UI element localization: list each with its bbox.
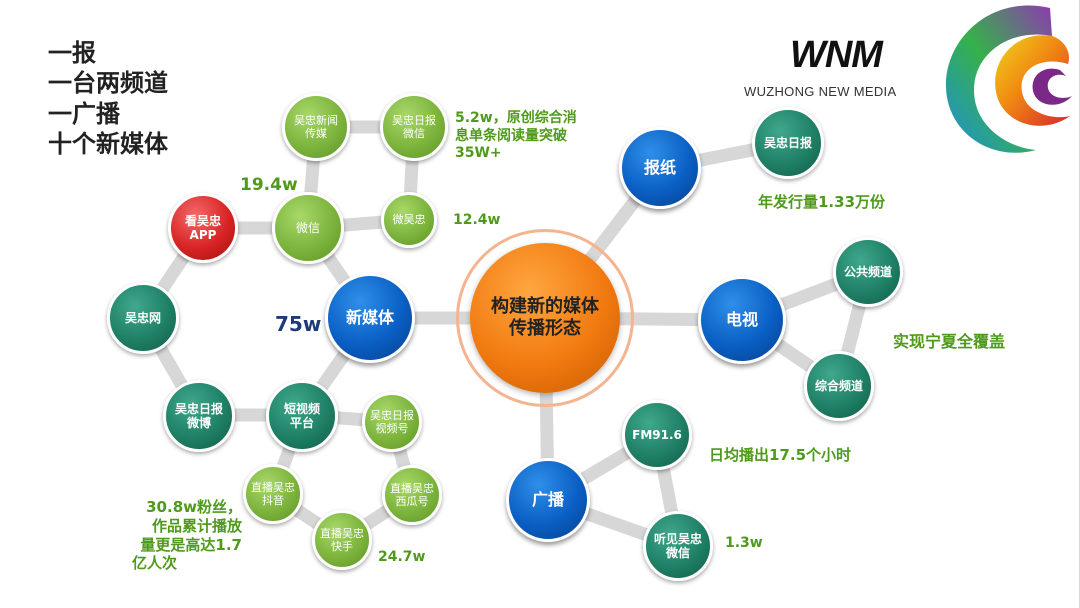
hub-tv-label: 电视 [725,310,758,330]
annotation-full-coverage: 实现宁夏全覆盖 [893,332,1006,351]
annotation-annual-circulation: 年发行量1.33万份 [758,193,886,211]
hub-radio-label: 广播 [531,490,564,510]
annotation-douyin-stats: 30.8w粉丝， 作品累计播放 量更是高达1.7 亿人次 [132,498,242,573]
annotation-wechat-fans: 19.4w [240,175,298,195]
annotation-douyin-stats-line-3: 量更是高达1.7 [140,535,242,554]
center-line-1: 构建新的媒体 [491,296,599,318]
title-line-2: 一台两频道 [48,69,168,98]
node-wechat-label: 微信 [295,220,320,235]
node-weibo-line-1: 吴忠日报 [174,401,223,416]
annotation-weiwuzhong-fans: 12.4w [453,212,501,228]
node-xigua-line-1: 直播吴忠 [390,481,434,495]
node-public-channel: 公共频道 [833,237,903,307]
swirl-logo-icon [945,5,1072,153]
node-kuaishou-line-1: 直播吴忠 [320,526,364,540]
title-block: 一报 一台两频道 一广播 十个新媒体 [48,38,168,160]
node-public-channel-label: 公共频道 [843,264,892,279]
annotation-new-media-fans: 75w [275,312,322,336]
hub-radio: 广播 [506,458,590,542]
node-general-channel-label: 综合频道 [814,378,863,393]
hub-tv: 电视 [698,276,786,364]
node-daily-wechat-line-2: 微信 [403,127,425,140]
node-news-media-line-1: 吴忠新闻 [294,113,338,127]
node-xigua: 直播吴忠 西瓜号 [382,465,442,525]
node-fm-label: FM91.6 [632,427,682,442]
node-wuzhong-web-label: 吴忠网 [124,310,161,325]
hub-newspaper: 报纸 [619,127,701,209]
annotation-wechat-reads-line-3: 35W+ [455,145,502,161]
node-daily-wechat: 吴忠日报 微信 [380,93,448,161]
node-xigua-line-2: 西瓜号 [395,495,429,508]
node-general-channel: 综合频道 [804,351,874,421]
node-wechat: 微信 [272,192,344,264]
node-douyin-line-2: 抖音 [262,494,284,507]
annotation-tingjian-fans: 1.3w [725,535,763,551]
node-fm: FM91.6 [622,400,692,470]
node-video-account-line-1: 吴忠日报 [370,408,414,422]
node-wuzhong-daily: 吴忠日报 [752,107,824,179]
title-line-4: 十个新媒体 [48,130,168,159]
hub-new-media: 新媒体 [325,273,415,363]
node-weiwuzhong-label: 微吴忠 [392,213,426,227]
node-kuaishou-line-2: 快手 [331,540,353,553]
annotation-wechat-reads: 5.2w，原创综合消 息单条阅读量突破 35W+ [455,110,577,163]
annotation-kuaishou-fans: 24.7w [378,549,426,565]
node-tingjian: 听见吴忠 微信 [643,511,713,581]
center-node: 构建新的媒体 传播形态 [470,243,620,393]
annotation-douyin-stats-line-2: 作品累计播放 [151,516,242,535]
node-wuzhong-web: 吴忠网 [107,282,179,354]
center-ring [456,229,634,407]
node-weiwuzhong: 微吴忠 [381,192,437,248]
brand-logo: WNM [790,34,883,76]
hub-new-media-label: 新媒体 [345,308,394,328]
node-video-account: 吴忠日报 视频号 [362,392,422,452]
node-short-video-line-1: 短视频 [283,401,320,416]
node-short-video-line-2: 平台 [289,416,314,430]
annotation-wechat-reads-line-1: 5.2w，原创综合消 [455,110,577,126]
node-app-line-1: 看吴忠 [184,213,221,228]
brand-subtitle: WUZHONG NEW MEDIA [744,84,897,99]
node-short-video: 短视频 平台 [266,380,338,452]
node-video-account-line-2: 视频号 [375,422,409,435]
node-douyin-line-1: 直播吴忠 [251,480,295,494]
node-tingjian-line-2: 微信 [665,546,690,560]
annotation-douyin-stats-line-1: 30.8w粉丝， [146,498,242,516]
node-kuaishou: 直播吴忠 快手 [312,510,372,570]
node-tingjian-line-1: 听见吴忠 [653,531,702,546]
node-douyin: 直播吴忠 抖音 [243,464,303,524]
node-wuzhong-daily-label: 吴忠日报 [763,135,812,150]
node-app-line-2: APP [189,228,217,242]
annotation-wechat-reads-line-2: 息单条阅读量突破 [455,127,567,144]
node-weibo: 吴忠日报 微博 [163,380,235,452]
node-weibo-line-2: 微博 [186,416,211,430]
hub-newspaper-label: 报纸 [643,158,676,178]
title-line-3: 一广播 [48,99,120,128]
node-app: 看吴忠 APP [168,193,238,263]
node-daily-wechat-line-1: 吴忠日报 [392,113,436,127]
node-news-media: 吴忠新闻 传媒 [282,93,350,161]
annotation-daily-broadcast: 日均播出17.5个小时 [709,446,852,464]
center-line-2: 传播形态 [509,318,581,339]
annotation-douyin-stats-line-4: 亿人次 [132,554,178,573]
title-line-1: 一报 [48,39,96,67]
node-news-media-line-2: 传媒 [305,127,327,140]
